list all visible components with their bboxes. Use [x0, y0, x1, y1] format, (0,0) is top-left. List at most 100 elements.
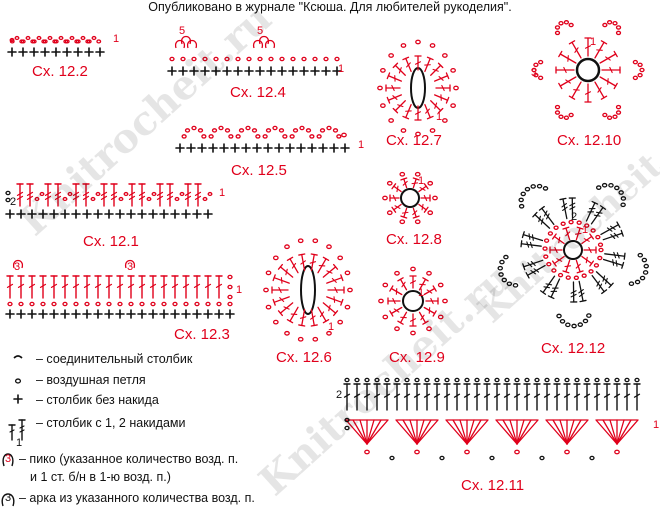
stitch-stroke [591, 200, 599, 205]
stitch-stroke [527, 262, 533, 268]
stitch-stroke [598, 283, 603, 290]
stitch-stroke [300, 260, 306, 265]
chain-stitch [595, 234, 601, 240]
stitch-stroke [204, 283, 212, 288]
chain-stitch [546, 261, 552, 267]
stitch-stroke [398, 67, 402, 74]
chain-stitch [593, 263, 600, 268]
chain-stitch [602, 22, 608, 28]
chain-stitch [571, 323, 577, 329]
chain-stitch [518, 203, 525, 209]
chain-stitch [614, 449, 620, 455]
stitch-stroke [558, 236, 561, 244]
oval-center [410, 67, 426, 109]
chain-stitch [414, 377, 420, 383]
stitch-stroke [425, 108, 430, 114]
stitch-stroke [298, 324, 306, 327]
chain-stitch [284, 330, 290, 336]
stitch-stroke [138, 191, 146, 196]
stitch-stroke [391, 84, 395, 92]
chain-stitch [386, 210, 393, 216]
stitch-stroke [423, 183, 429, 190]
chain-stitch [499, 259, 505, 265]
center-ring [400, 188, 420, 208]
chain-stitch [257, 56, 263, 62]
stitch-stroke [546, 213, 550, 220]
chain-stitch [354, 377, 360, 383]
chain-stitch [427, 210, 434, 216]
stitch-stroke [525, 272, 530, 279]
stitch-stroke [298, 253, 306, 256]
chain-stitch [537, 75, 544, 81]
stitch-stroke [609, 66, 613, 74]
chain-stitch [641, 257, 648, 263]
chain-stitch [442, 298, 448, 304]
chain-stitch [582, 318, 589, 324]
stitch-stroke [620, 229, 624, 237]
chain-stitch [205, 301, 211, 307]
stitch-stroke [402, 115, 410, 120]
chain-stitch [227, 284, 233, 290]
stitch-stroke [414, 61, 422, 65]
stitch-stroke [332, 263, 339, 270]
chain-stitch [64, 39, 70, 44]
row-number: 1 [113, 33, 120, 45]
stitch-stroke [616, 252, 620, 259]
stitch-stroke [613, 50, 618, 58]
stitch-stroke [393, 393, 401, 398]
chain-stitch [377, 85, 383, 91]
stitch-stroke [310, 253, 318, 256]
stitch-stroke [333, 296, 336, 303]
row-number: 1 [653, 419, 660, 431]
chain-stitch [400, 128, 407, 133]
chain-stitch [183, 301, 189, 307]
stitch-stroke [569, 206, 576, 210]
stitch-stroke [538, 205, 545, 211]
chain-stitch [341, 132, 347, 138]
stitch-stroke [601, 289, 608, 295]
stitch-stroke [286, 256, 294, 261]
stitch-stroke [194, 195, 202, 200]
chain-stitch [18, 301, 24, 307]
caption-12-12: Сх. 12.12 [541, 340, 606, 357]
chain-stitch [312, 56, 318, 62]
stitch-stroke [409, 318, 417, 322]
stitch-stroke [528, 233, 531, 240]
round-number: 1 [328, 321, 335, 333]
chain-stitch [637, 62, 643, 68]
chain-stitch [426, 270, 432, 276]
stitch-stroke [383, 393, 391, 398]
stitch-stroke [105, 283, 113, 288]
chain-stitch [595, 185, 602, 190]
stitch-stroke [530, 270, 536, 275]
stitch-stroke [434, 102, 438, 109]
stitch-stroke [406, 62, 411, 68]
stitch-stroke [422, 320, 429, 325]
chain-stitch [344, 304, 351, 310]
chain-stitch [501, 277, 508, 283]
stitch-stroke [343, 393, 351, 398]
chain-stitch [612, 114, 618, 120]
picot [258, 35, 270, 45]
stitch-stroke [553, 393, 561, 398]
chain-stitch [563, 115, 570, 120]
chain-stitch [602, 112, 608, 118]
stitch-stroke [386, 96, 391, 104]
stitch-stroke [545, 283, 553, 286]
stitch-stroke [277, 310, 284, 317]
chain-stitch [184, 128, 191, 133]
chain-stitch [5, 190, 11, 196]
chain-stitch [642, 270, 649, 275]
stitch-stroke [516, 419, 525, 445]
round-number: 1 [590, 36, 597, 48]
stitch-stroke [366, 419, 389, 445]
stitch-stroke [520, 240, 523, 248]
stitch-stroke [551, 233, 557, 240]
chain-stitch [344, 377, 350, 383]
caption-12-1: Сх. 12.1 [83, 233, 139, 250]
chain-stitch [484, 377, 490, 383]
stitch-stroke [409, 280, 417, 284]
stitch-stroke [583, 393, 591, 398]
stitch-stroke [138, 195, 146, 200]
chain-stitch [589, 455, 595, 461]
